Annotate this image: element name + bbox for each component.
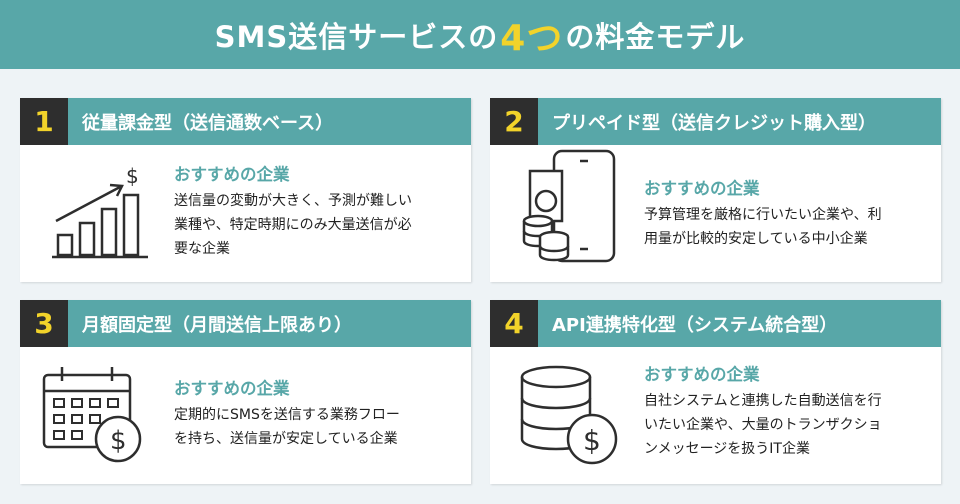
- recommend-heading: おすすめの企業: [174, 379, 290, 398]
- growth-chart-icon: $: [52, 164, 148, 259]
- desc-line: いたい企業や、大量のトランザクショ: [644, 417, 882, 433]
- database-dollar-icon: $: [520, 365, 618, 465]
- recommend-heading: おすすめの企業: [644, 365, 760, 384]
- card-title: API連携特化型（システム統合型）: [552, 314, 838, 336]
- card-title: プリペイド型（送信クレジット購入型）: [552, 112, 876, 134]
- calendar-dollar-icon: $: [42, 367, 142, 463]
- title-number: 4つ: [500, 17, 564, 59]
- desc-line: 自社システムと連携した自動送信を行: [644, 393, 882, 409]
- card-title: 月額固定型（月間送信上限あり）: [82, 314, 352, 336]
- recommend-heading: おすすめの企業: [644, 179, 760, 198]
- desc-line: 用量が比較的安定している中小企業: [644, 231, 868, 247]
- desc-line: 定期的にSMSを送信する業務フロー: [174, 407, 400, 423]
- svg-text:$: $: [110, 426, 127, 456]
- desc-line: 予算管理を厳格に行いたい企業や、利: [644, 207, 882, 223]
- desc-line: 送信量の変動が大きく、予測が難しい: [174, 193, 412, 209]
- pricing-card-3: 3 月額固定型（月間送信上限あり） $ おすすめの企業 定期的にSMSを送信する業…: [20, 300, 471, 484]
- pricing-card-4: 4 API連携特化型（システム統合型） $ おすすめの企業 自社システムと連携した…: [490, 300, 941, 484]
- phone-money-icon: [522, 149, 616, 263]
- title-text-end: の料金モデル: [565, 19, 746, 54]
- pricing-card-1: 1 従量課金型（送信通数ベース） $ おすすめの企業 送信量の変動が大きく、予測が…: [20, 98, 471, 282]
- svg-text:$: $: [126, 164, 139, 188]
- card-number: 4: [490, 300, 538, 347]
- desc-line: 要な企業: [174, 241, 230, 257]
- desc-line: ンメッセージを扱うIT企業: [644, 441, 810, 457]
- title-text: SMS送信サービスの: [214, 19, 499, 54]
- card-number: 1: [20, 98, 68, 145]
- recommend-heading: おすすめの企業: [174, 165, 290, 184]
- pricing-card-2: 2 プリペイド型（送信クレジット購入型） おすすめの企業 予算管理を厳格に行いたい…: [490, 98, 941, 282]
- svg-text:$: $: [583, 424, 601, 457]
- card-number: 2: [490, 98, 538, 145]
- desc-line: 業種や、特定時期にのみ大量送信が必: [174, 217, 412, 233]
- card-title: 従量課金型（送信通数ベース）: [82, 112, 334, 134]
- desc-line: を持ち、送信量が安定している企業: [174, 431, 398, 447]
- card-number: 3: [20, 300, 68, 347]
